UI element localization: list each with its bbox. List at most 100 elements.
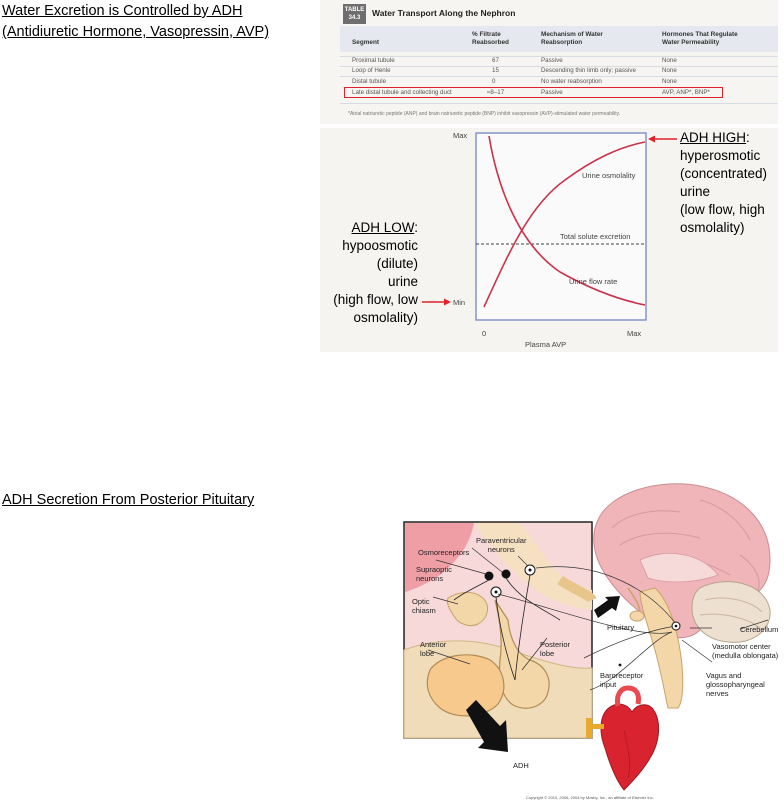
adh-high-arrowhead (648, 135, 655, 143)
label-anterior-line1: Anterior (420, 640, 447, 649)
label-pituitary: Pituitary (607, 623, 635, 632)
y-axis-max-label: Max (453, 131, 468, 140)
brain-gyri (611, 499, 760, 591)
label-paraventricular-line1: Paraventricular (476, 536, 527, 545)
label-anterior-line2: lobe (420, 649, 435, 658)
x-axis-zero-label: 0 (482, 329, 487, 338)
osmoreceptor-neuron (484, 571, 494, 581)
table-row-divider (340, 76, 778, 77)
supraoptic-neuron-1 (501, 569, 511, 579)
label-posterior-line1: Posterior (540, 640, 571, 649)
cell-filtrate: 0 (492, 78, 496, 85)
adh-release-arrow (466, 700, 508, 752)
aortic-arch (615, 685, 641, 707)
graph-plot-frame (475, 132, 647, 321)
posterior-pituitary (494, 599, 550, 709)
table-row-divider (340, 66, 778, 67)
urine-flow-rate-label: Urine flow rate (569, 277, 618, 286)
label-paraventricular-line2: neurons (487, 545, 515, 554)
heading-line-1: Water Excretion is Controlled by ADH (2, 3, 243, 19)
adh-high-line6: osmolality) (680, 220, 745, 235)
col-header-filtrate-line1: % Filtrate (472, 31, 501, 38)
adh-low-line5: (high flow, low (333, 292, 418, 307)
label-optic-line1: Optic (412, 597, 430, 606)
label-optic-chiasm: Optic chiasm (412, 597, 436, 615)
label-cerebellum: Cerebellum (740, 625, 779, 634)
adh-high-line2: hyperosmotic (680, 148, 761, 163)
label-vasomotor-line2: (medulla oblongata) (712, 651, 779, 660)
highlight-box-collecting-duct (344, 87, 723, 98)
cell-filtrate: 15 (492, 67, 499, 74)
table-tag-word: TABLE (344, 7, 365, 13)
adh-high-colon: : (746, 130, 750, 145)
adh-low-line4: urine (387, 274, 418, 289)
adh-low-arrowhead (444, 298, 451, 306)
cerebellum (691, 581, 771, 643)
cell-hormones: AVP, ANP*, BNP* (662, 89, 710, 96)
cell-segment: Proximal tubule (352, 57, 395, 64)
urine-flow-rate-curve (488, 135, 646, 306)
cell-hormones: None (662, 57, 677, 64)
copyright-notice: Copyright © 2010, 2006, 2004 by Mosby, I… (526, 795, 654, 800)
label-supraoptic: Supraoptic neurons (416, 565, 452, 583)
cell-filtrate: 67 (492, 57, 499, 64)
cerebellum-folia (699, 597, 763, 629)
label-anterior-lobe: Anterior lobe (420, 640, 446, 658)
label-baroreceptor-line1: Baroreceptor (600, 671, 644, 680)
adh-low-line6: osmolality) (353, 310, 418, 325)
x-axis-max-label: Max (627, 329, 642, 338)
cell-segment: Late distal tubule and collecting duct (352, 89, 452, 96)
optic-chiasm (447, 592, 489, 627)
col-header-hormones-line1: Hormones That Regulate (662, 31, 738, 38)
table-bottom-rule (340, 103, 778, 104)
table-tag-number: 34.3 (348, 15, 361, 21)
baroreceptor-pathway (583, 625, 677, 691)
cell-hormones: None (662, 78, 677, 85)
cell-hormones: None (662, 67, 677, 74)
label-baroreceptor-line2: input (600, 680, 617, 689)
cell-mechanism: No water reabsorption (541, 78, 602, 85)
table-row-divider (340, 56, 778, 57)
col-header-filtrate-line2: Reabsorbed (472, 39, 509, 46)
neuron-axons (453, 574, 561, 681)
table-title: Water Transport Along the Nephron (372, 8, 516, 18)
col-header-segment: Segment (352, 39, 379, 46)
adh-low-title: ADH LOW (351, 220, 415, 235)
label-baroreceptor: Baroreceptor input (600, 671, 643, 689)
label-vasomotor-line1: Vasomotor center (712, 642, 771, 651)
label-vagus-line3: nerves (706, 689, 729, 698)
carotid-vessel (586, 718, 592, 738)
label-vagus-glossopharyngeal: Vagus and glossopharyngeal nerves (706, 671, 765, 698)
label-leader-lines (427, 547, 677, 671)
pituitary-stalk-small (627, 587, 641, 613)
urine-osmolality-curve (483, 141, 646, 308)
inset-hypothalamus-region (405, 523, 474, 592)
inset-third-ventricle (557, 575, 597, 603)
label-posterior-line2: lobe (540, 649, 555, 658)
adh-low-colon: : (414, 220, 418, 235)
heart-vessel-line (623, 729, 631, 779)
cell-segment: Distal tubule (352, 78, 387, 85)
col-header-mechanism-line2: Reabsorption (541, 39, 583, 46)
pituitary-arrow (594, 596, 620, 618)
urine-osmolality-label: Urine osmolality (582, 171, 636, 180)
table-number-tag: TABLE 34.3 (343, 4, 366, 24)
label-vagus-line1: Vagus and (706, 671, 742, 680)
cell-filtrate: ≈8–17 (487, 89, 505, 96)
section-heading-adh-secretion: ADH Secretion From Posterior Pituitary (2, 492, 255, 508)
cell-mechanism: Descending thin limb only; passive (541, 67, 636, 74)
total-solute-label: Total solute excretion (560, 232, 631, 241)
label-supraoptic-line2: neurons (416, 574, 444, 583)
cell-mechanism: Passive (541, 57, 563, 64)
adh-low-line3: (dilute) (376, 256, 418, 271)
table-footnote: *Atrial natriuretic peptide (ANP) and br… (348, 111, 621, 117)
table-header-band (340, 26, 778, 52)
cell-mechanism: Passive (541, 89, 563, 96)
label-adh: ADH (513, 761, 529, 770)
label-optic-line2: chiasm (412, 606, 436, 615)
label-vagus-line2: glossopharyngeal (706, 680, 765, 689)
adh-high-line3: (concentrated) (680, 166, 768, 181)
pituitary-small (629, 610, 645, 622)
adh-high-annotation: ADH HIGH: hyperosmotic (concentrated) ur… (680, 129, 767, 237)
